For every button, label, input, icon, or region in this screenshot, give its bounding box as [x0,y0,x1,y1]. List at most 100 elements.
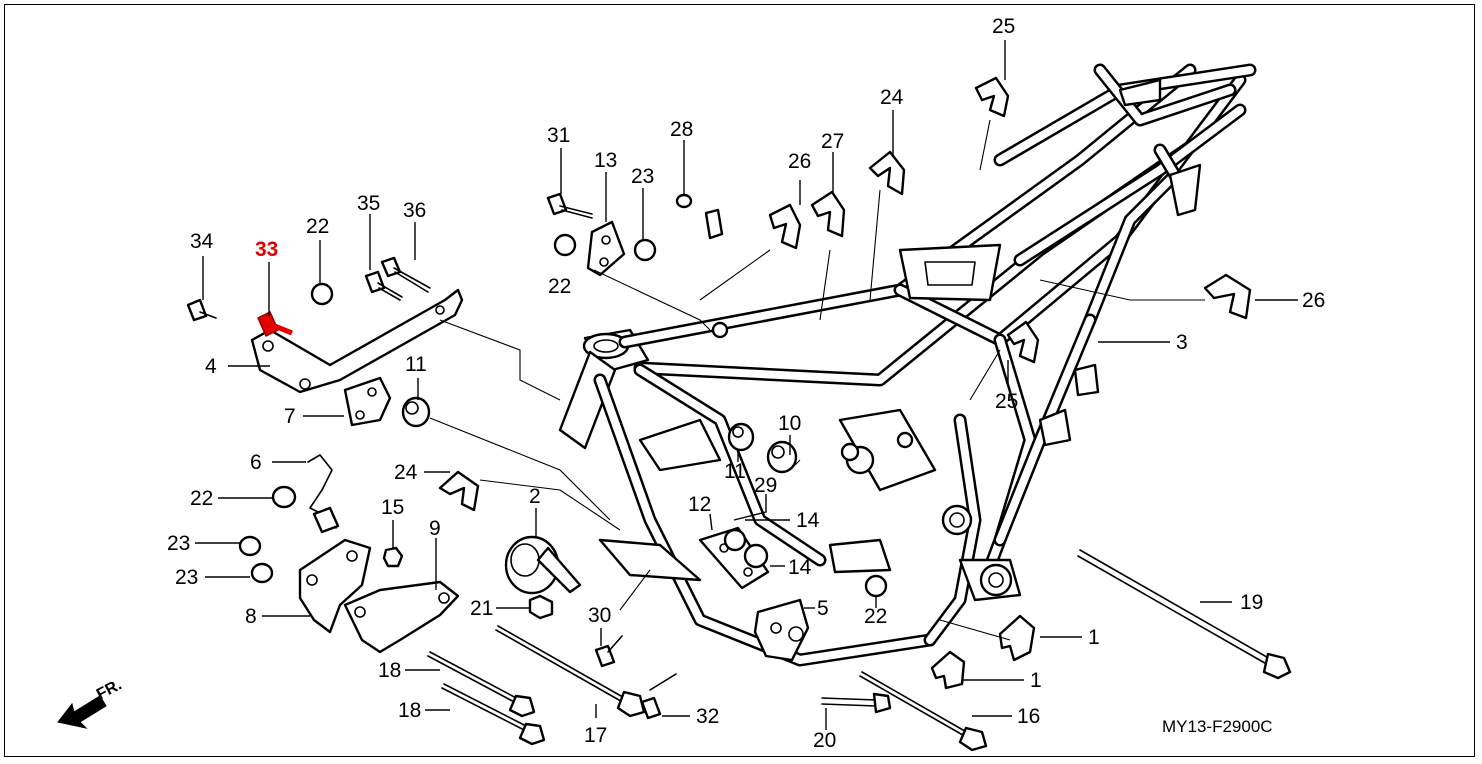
callout-24-a[interactable]: 24 [880,86,904,109]
part-24-clamp-b [438,470,480,512]
part-7-bracket [343,376,392,427]
part-26-clamp-a [768,203,802,250]
part-13-bracket [586,220,626,277]
callout-13[interactable]: 13 [594,149,617,172]
assembly-guide-lines [429,119,1205,641]
front-arrow-icon [57,695,107,729]
callout-32[interactable]: 32 [696,705,719,728]
callout-14-a[interactable]: 14 [796,509,820,532]
main-frame [558,63,1257,667]
callout-26-b[interactable]: 26 [1302,289,1325,312]
part-2-mount-rubber [504,535,582,595]
callout-10[interactable]: 10 [778,412,801,435]
callout-26-a[interactable]: 26 [788,150,811,173]
callout-20[interactable]: 20 [813,729,836,752]
callout-16[interactable]: 16 [1017,705,1040,728]
part-10-collar [766,440,798,474]
callout-28[interactable]: 28 [670,118,693,141]
callout-23-c[interactable]: 23 [175,566,198,589]
part-23-nut-b [238,535,262,557]
part-11-spacer-left [401,396,431,428]
callout-34[interactable]: 34 [190,230,214,253]
callout-labels: 34 33 22 35 36 31 13 23 28 22 26 27 24 2… [167,15,1325,752]
callout-33[interactable]: 33 [255,238,278,261]
part-22-nut-a [310,282,334,306]
front-direction-indicator: FR. [57,676,125,729]
part-35-bolt [364,270,403,301]
part-15-nut [382,546,404,568]
callout-14-b[interactable]: 14 [788,556,812,579]
part-1-clamp-a [998,614,1036,662]
part-31-bolt [546,192,593,219]
callout-1-b[interactable]: 1 [1030,669,1042,692]
callout-25-a[interactable]: 25 [992,15,1015,38]
part-19-long-bolt [1077,549,1292,680]
callout-17[interactable]: 17 [584,724,607,747]
callout-31[interactable]: 31 [547,124,570,147]
part-17-long-bolt [495,625,646,718]
part-25-clamp-top [974,76,1010,118]
part-4-engine-hanger [250,288,464,394]
part-20-bolt [821,692,892,714]
part-18-bolt-b [441,683,546,746]
callout-3[interactable]: 3 [1176,331,1188,354]
part-32-bolt [640,673,677,720]
part-28-screw [675,193,724,240]
callout-23-a[interactable]: 23 [631,165,654,188]
part-14-collar-b [743,543,769,569]
callout-36[interactable]: 36 [403,199,426,222]
part-30-bolt [594,635,623,668]
callout-18-b[interactable]: 18 [398,699,421,722]
callout-22-c[interactable]: 22 [190,487,213,510]
part-1-clamp-b [930,650,966,690]
part-22-nut-b [553,233,577,257]
part-33-bolt [257,310,293,338]
callout-18-a[interactable]: 18 [378,659,401,682]
callout-15[interactable]: 15 [381,496,404,519]
callout-1-a[interactable]: 1 [1088,626,1100,649]
callout-24-b[interactable]: 24 [394,461,418,484]
callout-35[interactable]: 35 [357,192,380,215]
part-11-spacer-right [727,422,755,452]
part-8-plate [298,538,372,634]
callout-8[interactable]: 8 [245,605,257,628]
callout-27[interactable]: 27 [821,130,844,153]
part-36-bolt [380,256,431,293]
callout-2[interactable]: 2 [529,485,541,508]
part-22-nut-d [864,574,888,598]
part-14-collar-a [723,528,747,552]
part-24-clamp-top [868,150,906,196]
callout-6[interactable]: 6 [250,451,262,474]
part-23-nut-a [633,238,657,262]
callout-30[interactable]: 30 [588,604,611,627]
part-18-bolt-a [427,651,536,718]
drawing-code: MY13-F2900C [1162,717,1273,736]
callout-9[interactable]: 9 [429,517,441,540]
callout-29[interactable]: 29 [754,474,777,497]
callout-4[interactable]: 4 [205,355,217,378]
part-16-long-bolt [859,671,988,752]
part-34-bolt [186,298,217,322]
callout-22-a[interactable]: 22 [306,215,329,238]
callout-25-b[interactable]: 25 [995,390,1018,413]
callout-12[interactable]: 12 [688,493,711,516]
callout-11-b[interactable]: 11 [724,460,746,483]
part-12-plate [698,526,770,590]
leader-lines [195,40,1298,730]
part-21-nut [528,594,554,620]
part-22-nut-c [271,485,297,509]
callout-22-d[interactable]: 22 [864,605,887,628]
callout-7[interactable]: 7 [284,405,296,428]
callout-21[interactable]: 21 [470,597,493,620]
callout-11-a[interactable]: 11 [405,353,427,376]
part-5-bracket [753,598,810,662]
part-23-nut-c [250,562,274,584]
part-25-clamp-b [1006,320,1040,364]
callout-5[interactable]: 5 [817,597,829,620]
part-9-plate [343,580,460,654]
callout-22-b[interactable]: 22 [548,275,571,298]
callout-23-b[interactable]: 23 [167,532,190,555]
callout-19[interactable]: 19 [1240,591,1263,614]
part-6-wire-clamp [307,454,340,534]
